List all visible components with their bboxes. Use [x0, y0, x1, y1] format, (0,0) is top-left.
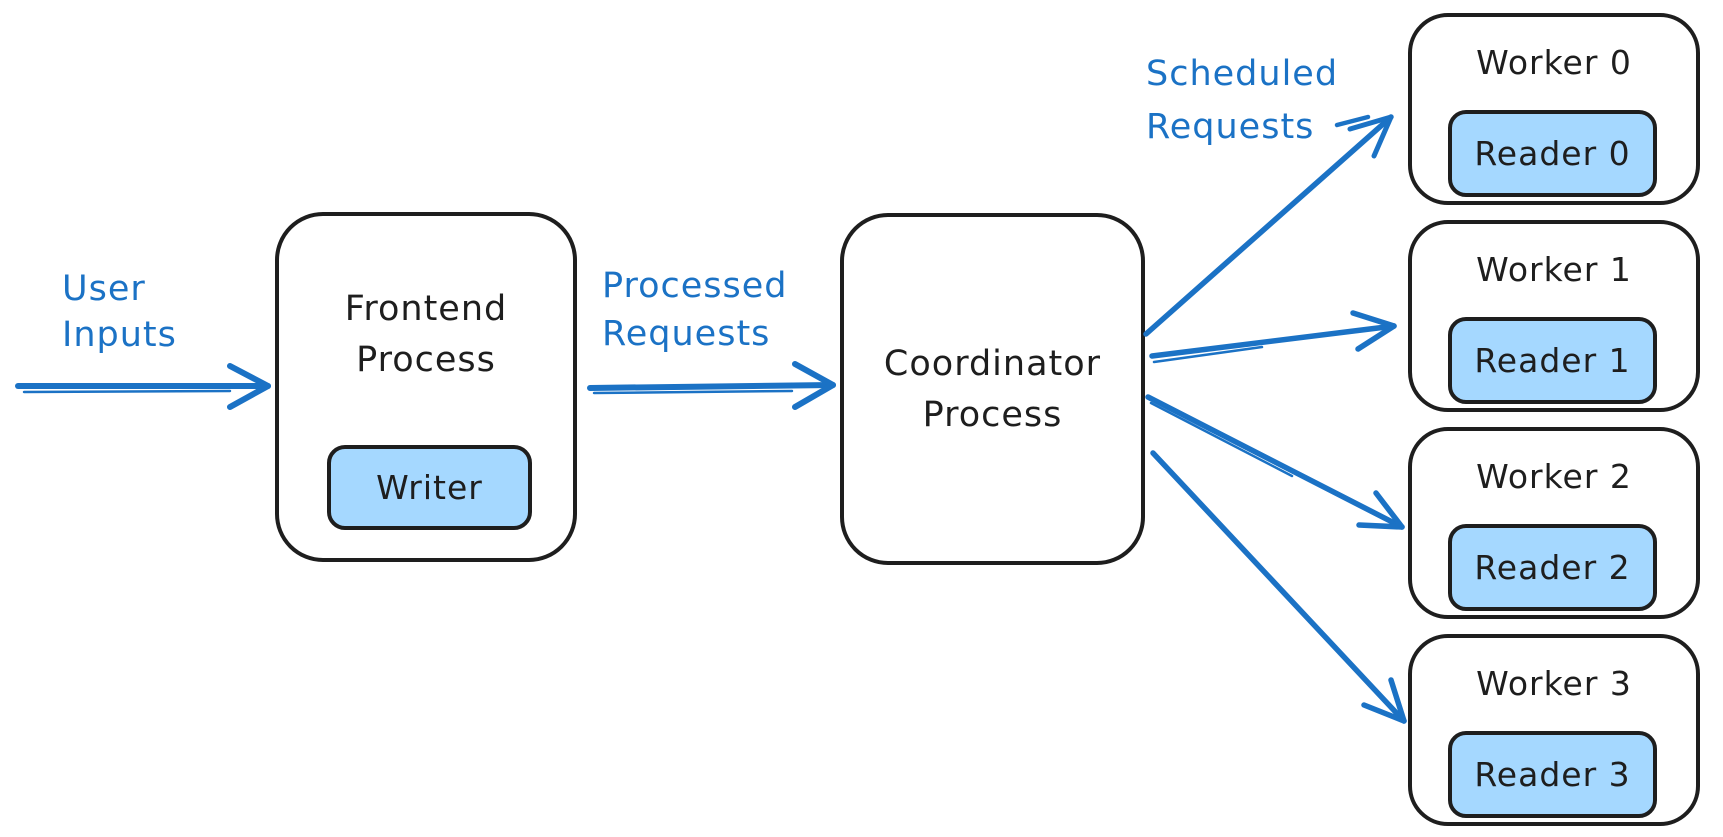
reader-0-label: Reader 0	[1474, 134, 1631, 173]
frontend-process-title-line2: Process	[356, 340, 496, 380]
user-inputs-label-line2: Inputs	[62, 315, 177, 355]
worker-1-title: Worker 1	[1476, 250, 1632, 289]
coordinator-to-worker-1-arrow	[1149, 310, 1397, 364]
processed-requests-label: Processed Requests	[602, 262, 788, 358]
coordinator-process-title-line2: Process	[922, 395, 1063, 435]
reader-3-label: Reader 3	[1474, 755, 1631, 794]
user-inputs-label-line1: User	[62, 269, 146, 309]
writer-node: Writer	[327, 445, 532, 530]
coordinator-to-worker-2-arrow	[1145, 394, 1405, 530]
frontend-process-title: Frontend Process	[279, 284, 573, 386]
processed-requests-label-line2: Requests	[602, 314, 771, 354]
reader-3-node: Reader 3	[1448, 731, 1657, 818]
reader-0-node: Reader 0	[1448, 110, 1657, 197]
scheduled-requests-leader-line	[1334, 114, 1371, 128]
coordinator-to-worker-3-arrow	[1150, 450, 1407, 724]
reader-2-label: Reader 2	[1474, 548, 1631, 587]
user-inputs-arrow	[15, 363, 271, 410]
worker-0-title: Worker 0	[1476, 43, 1632, 82]
processed-requests-arrow	[587, 361, 836, 410]
coordinator-process-title: Coordinator Process	[844, 339, 1141, 441]
coordinator-process-node: Coordinator Process	[840, 213, 1145, 565]
reader-1-label: Reader 1	[1474, 341, 1631, 380]
processed-requests-label-line1: Processed	[602, 266, 788, 306]
scheduled-requests-label: Scheduled Requests	[1146, 48, 1338, 154]
scheduled-requests-label-line2: Requests	[1146, 107, 1315, 147]
worker-2-title: Worker 2	[1476, 457, 1632, 496]
user-inputs-label: User Inputs	[62, 266, 177, 358]
worker-3-title: Worker 3	[1476, 664, 1632, 703]
writer-node-label: Writer	[376, 468, 483, 507]
reader-2-node: Reader 2	[1448, 524, 1657, 611]
scheduled-requests-label-line1: Scheduled	[1146, 54, 1339, 94]
frontend-process-title-line1: Frontend	[344, 289, 508, 329]
coordinator-process-title-line1: Coordinator	[883, 344, 1102, 384]
reader-1-node: Reader 1	[1448, 317, 1657, 404]
